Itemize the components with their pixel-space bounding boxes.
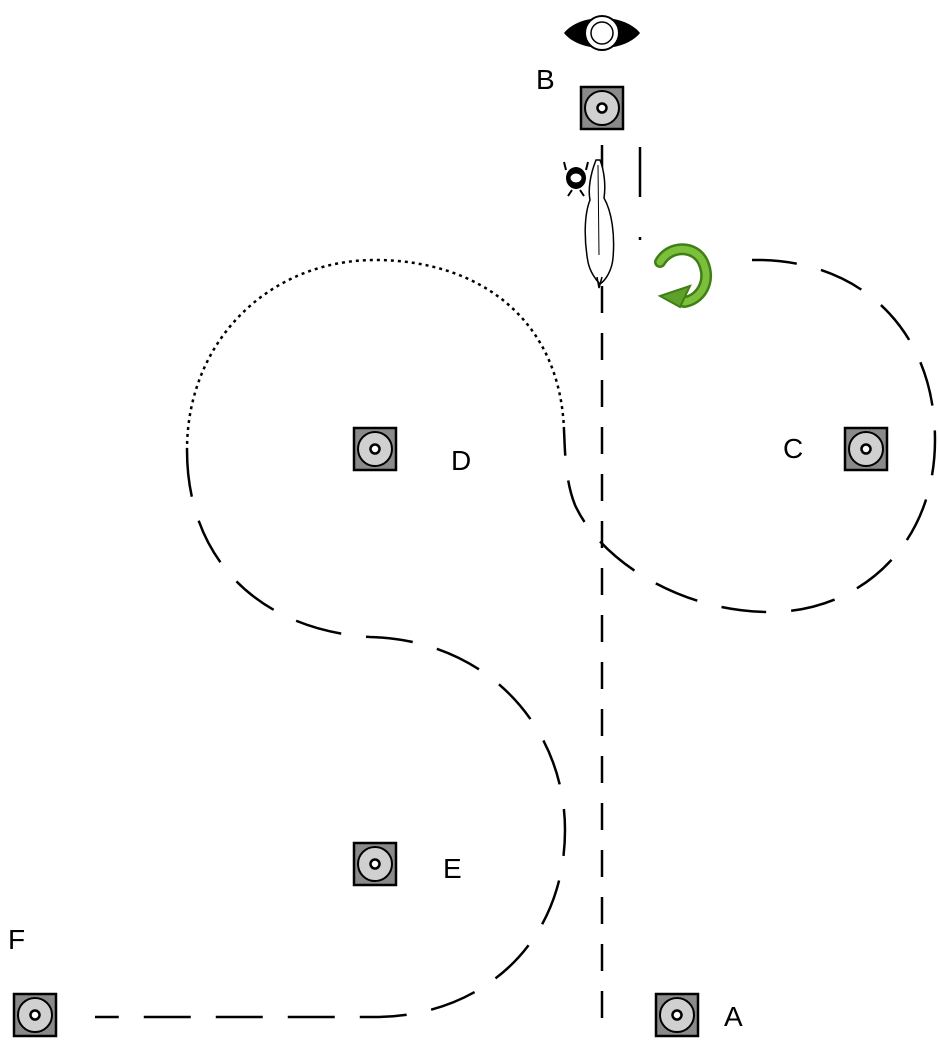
serpentine-path-d-e-f [95,450,565,1017]
arena-marker-e [354,843,396,885]
marker-label-c: C [783,433,803,464]
horse-and-rider-icon [564,160,614,288]
marker-label-f: F [8,924,25,955]
marker-label-a: A [724,1001,743,1032]
marker-label-b: B [536,64,555,95]
marker-label-d: D [451,445,471,476]
arena-marker-d [354,428,396,470]
arena-marker-f [14,994,56,1036]
arena-marker-c [845,428,887,470]
arena-marker-b [581,87,623,129]
eye-icon [564,16,640,50]
marker-label-e: E [443,853,462,884]
turn-arrow-icon [660,249,706,307]
arena-marker-a [656,994,698,1036]
circle-path-d-dotted [187,260,564,450]
